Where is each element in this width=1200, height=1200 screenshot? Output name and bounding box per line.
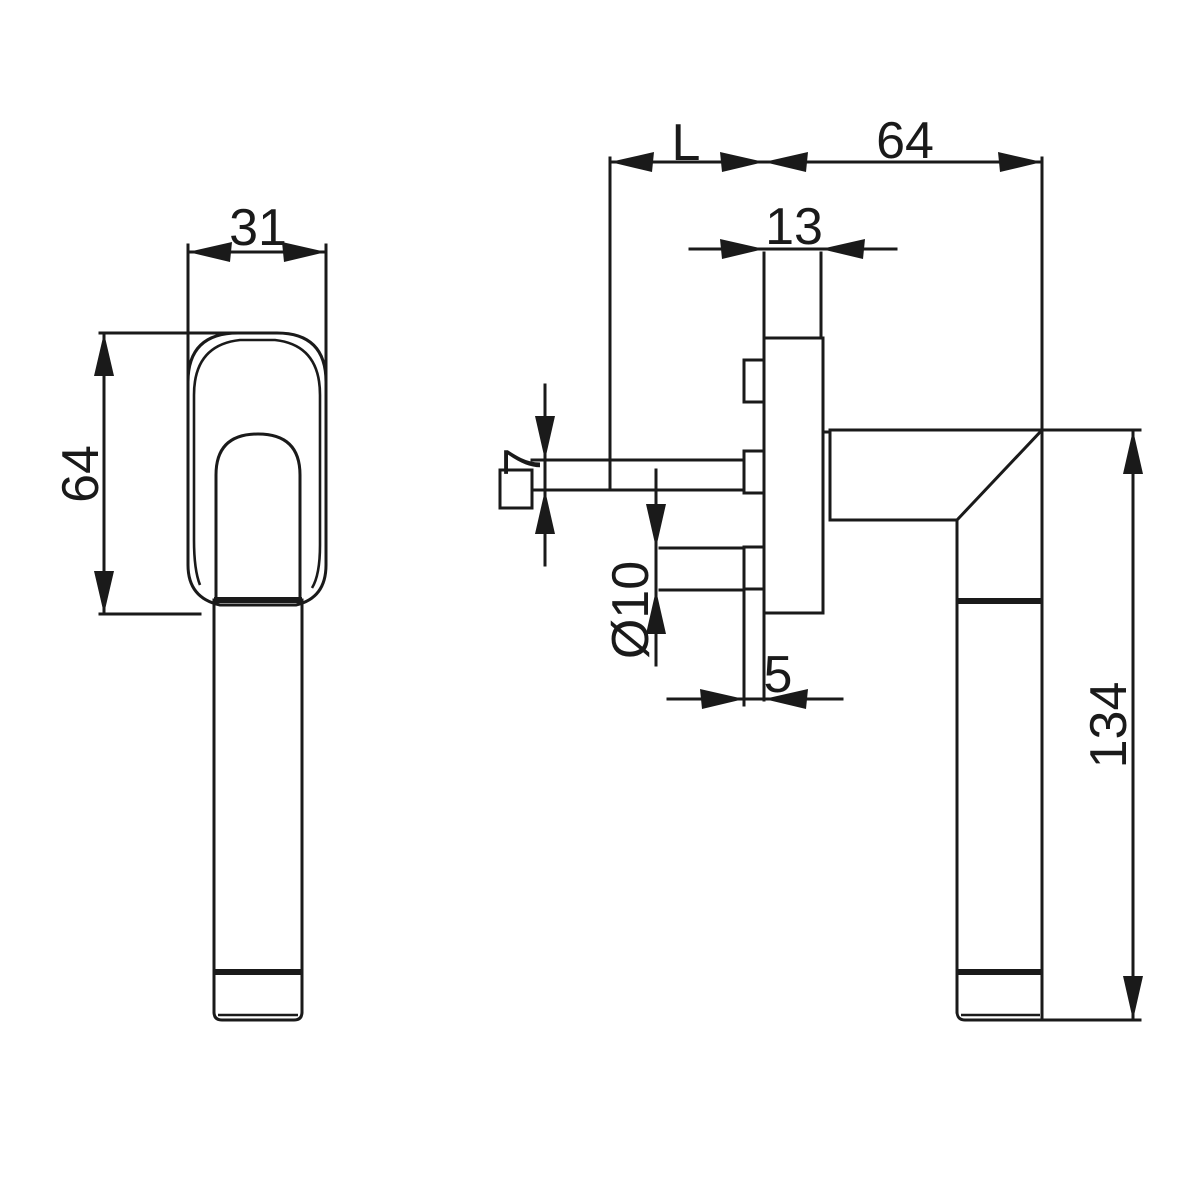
front-grip-end: [212, 1010, 304, 1022]
dim-64h-arrow-left: [764, 152, 808, 172]
dim-5-label: 5: [764, 646, 793, 704]
side-rose: [762, 336, 825, 615]
dim-134-arrow-top: [1123, 430, 1143, 474]
side-grip-end: [955, 1010, 1044, 1022]
dim-7-arrow-top: [535, 416, 555, 460]
dim-13-label: 13: [765, 198, 823, 256]
dim-10-label: Ø10: [602, 561, 660, 659]
dim-5-arrow-left: [700, 689, 744, 709]
dim-64h-arrow-right: [998, 152, 1042, 172]
dim-13-arrow-left: [720, 239, 764, 259]
side-lever-bend: [954, 427, 1045, 523]
dim-L-arrow-left: [610, 152, 654, 172]
dim-7-arrow-bottom: [535, 490, 555, 534]
front-rose-outline: [186, 331, 328, 607]
dim-13-arrow-right: [821, 239, 865, 259]
dim-5-arrow-right: [764, 689, 808, 709]
front-view: 31 64: [52, 199, 328, 1022]
dim-31-label: 31: [229, 199, 287, 257]
front-rose-contour: [192, 338, 322, 589]
side-spindle: [608, 458, 746, 492]
side-pin-middle: [742, 449, 766, 495]
dim-64v-arrow-bottom: [94, 571, 114, 614]
dim-L-label: L: [672, 114, 701, 172]
dim-64v-label: 64: [52, 445, 110, 503]
dim-L-arrow-right: [720, 152, 764, 172]
dim-10-arrow-top: [646, 504, 666, 548]
dim-134-label: 134: [1080, 682, 1138, 769]
side-view: L 64 13 7 Ø10 5 134: [494, 112, 1143, 1022]
dim-134-arrow-bottom: [1123, 976, 1143, 1020]
dim-31-arrow-right: [282, 242, 326, 262]
front-handle-slot: [214, 432, 302, 602]
dim-10-arrow-bottom: [646, 590, 666, 634]
dim-31-arrow-left: [188, 242, 232, 262]
dim-64h-label: 64: [876, 112, 934, 170]
dim-7-label: 7: [494, 448, 552, 477]
dim-64v-arrow-top: [94, 333, 114, 376]
side-pin-bottom: [742, 545, 766, 591]
side-pin-top: [742, 358, 766, 404]
